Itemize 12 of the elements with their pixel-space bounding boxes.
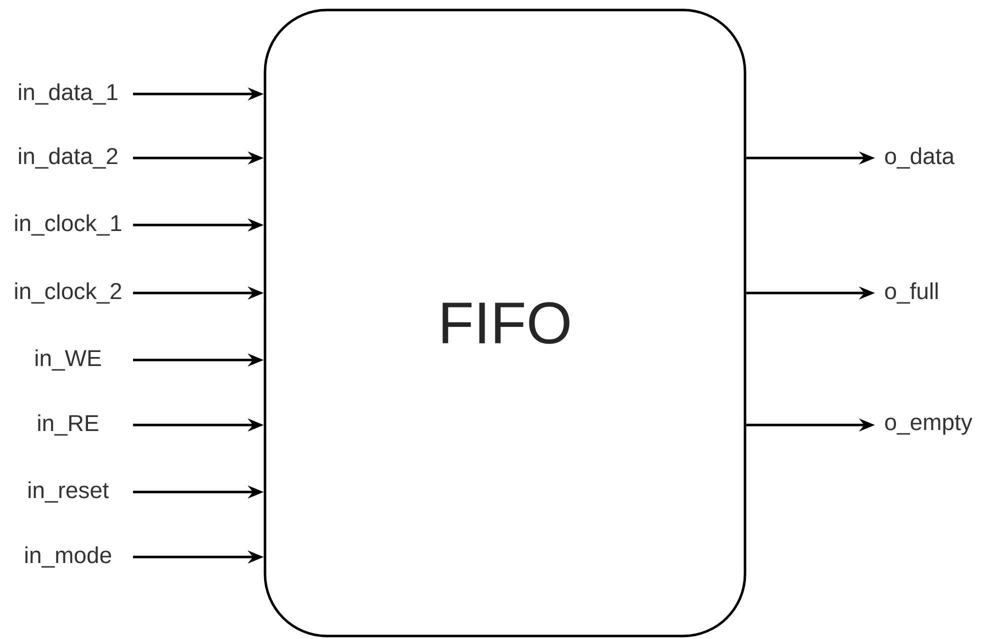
signal-label: o_full (885, 282, 938, 304)
signal-label: in_reset (28, 481, 109, 503)
fifo-block: FIFO (264, 8, 746, 638)
signal-label: o_empty (885, 415, 972, 435)
signal-label: in_data_2 (19, 147, 118, 169)
signal-label: in_RE (38, 414, 98, 436)
signal-label: in_WE (36, 349, 101, 371)
signal-label: in_clock_1 (15, 214, 122, 236)
signal-label: o_data (885, 147, 955, 169)
signal-label: in_data_1 (19, 83, 118, 105)
signal-label: in_clock_2 (15, 282, 122, 304)
signal-label: in_mode (25, 546, 112, 568)
